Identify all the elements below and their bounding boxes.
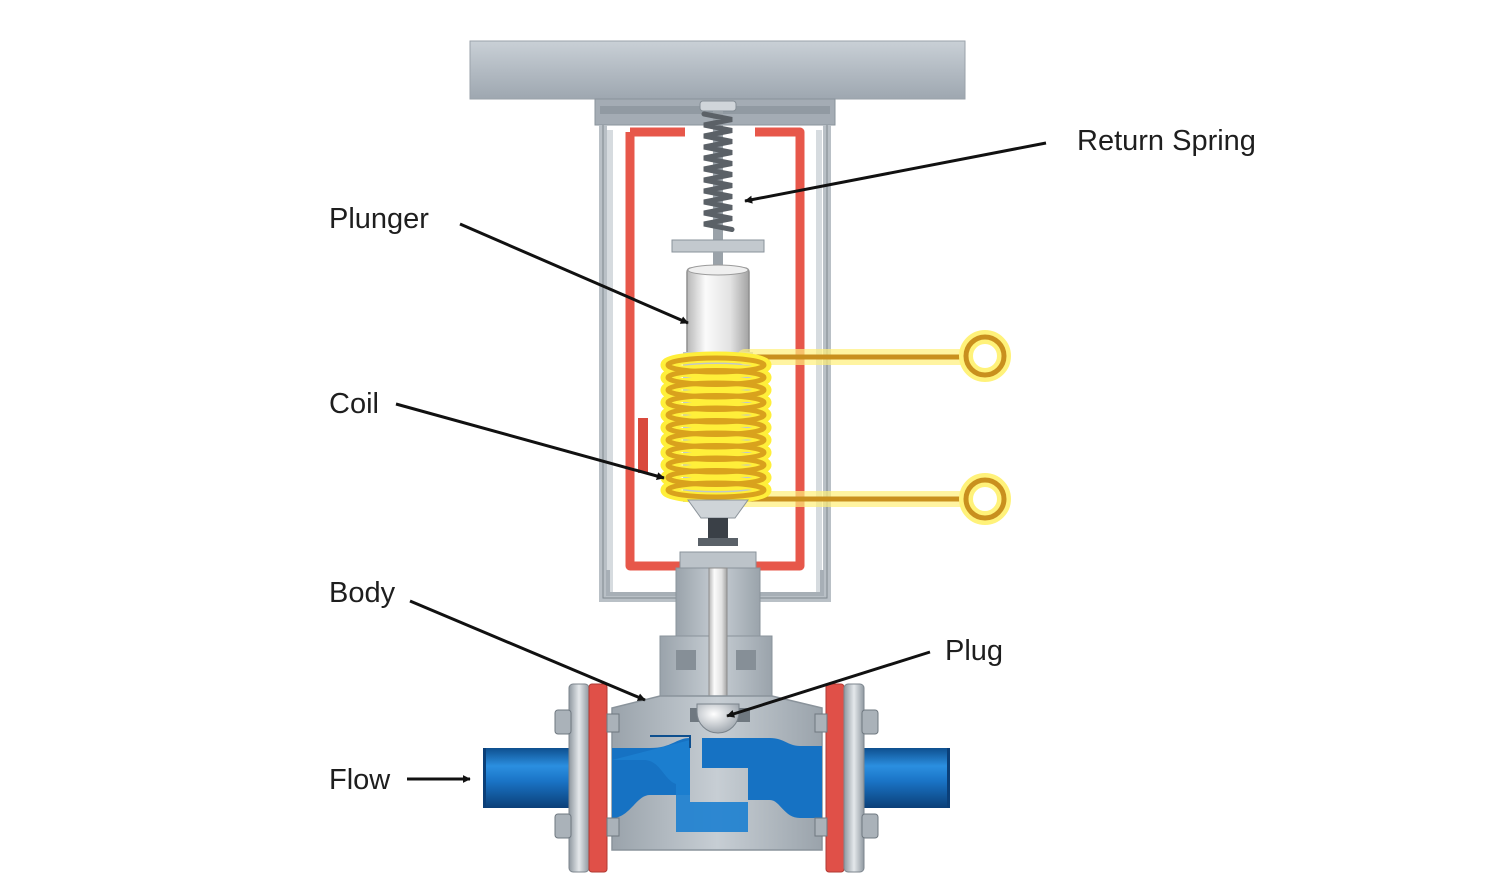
- label-return-spring: Return Spring: [1077, 125, 1256, 157]
- coil: [660, 330, 1011, 525]
- body-arrow: [409, 599, 646, 702]
- right-flange: [814, 683, 879, 873]
- valve-bonnet: [659, 567, 773, 709]
- coil-arrow: [395, 402, 665, 480]
- inlet-pipe: [483, 748, 573, 808]
- plug-arrow: [726, 650, 931, 718]
- return-spring: [671, 100, 765, 272]
- label-flow: Flow: [329, 764, 391, 796]
- plunger: [686, 264, 750, 357]
- label-body: Body: [329, 577, 396, 609]
- plunger-arrow: [459, 222, 689, 325]
- top-mounting-plate: [469, 40, 966, 100]
- outlet-pipe: [862, 748, 950, 808]
- label-plug: Plug: [945, 635, 1004, 667]
- label-coil: Coil: [329, 388, 379, 420]
- plunger-tip: [679, 499, 757, 571]
- return-spring-arrow: [744, 141, 1047, 204]
- valve-body: [611, 695, 823, 851]
- left-flange: [554, 683, 620, 873]
- label-plunger: Plunger: [329, 203, 429, 235]
